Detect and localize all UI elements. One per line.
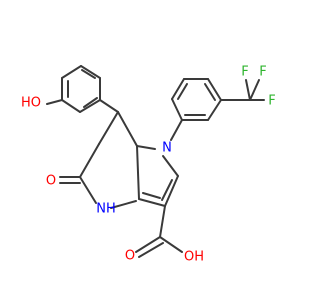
- bond: [170, 119, 183, 141]
- aromatic-bond: [83, 97, 98, 108]
- bond: [162, 155, 179, 177]
- bond-to-ho: [46, 99, 63, 105]
- aromatic-bond: [161, 179, 173, 201]
- bond: [117, 111, 138, 147]
- lactam-nh-label: NH: [96, 202, 116, 217]
- pyrrole-nitrogen-label: N: [162, 141, 172, 156]
- bond: [61, 65, 82, 79]
- bond: [138, 198, 166, 207]
- acid-double-bond: [138, 242, 164, 258]
- aromatic-bond: [81, 69, 96, 79]
- bond: [136, 145, 140, 200]
- bond-to-f: [245, 79, 251, 101]
- atom-labels: HO N NH O F F F O OH: [21, 65, 276, 265]
- hydroxyl-label: HO: [21, 96, 41, 111]
- fluorine-label: F: [241, 65, 248, 80]
- lactam-ring: [79, 111, 140, 209]
- bond: [159, 205, 166, 238]
- fluorine-label: F: [259, 65, 266, 80]
- bond: [171, 78, 185, 100]
- aromatic-bond: [142, 192, 161, 199]
- bond: [79, 176, 97, 204]
- bond: [110, 200, 137, 209]
- bond: [80, 65, 101, 79]
- bond: [136, 145, 156, 150]
- hydroxyphenyl-ring: [61, 65, 101, 113]
- bond: [171, 98, 183, 121]
- molecule-canvas: HO N NH O F F F O OH: [20, 64, 276, 265]
- bond-lines: [46, 65, 265, 258]
- bond: [98, 111, 119, 145]
- pyrrole-ring: [136, 145, 179, 207]
- acid-hydroxyl-label: OH: [184, 250, 204, 265]
- bond: [61, 99, 81, 113]
- aromatic-bond: [177, 83, 188, 100]
- bond: [79, 99, 101, 113]
- bond: [99, 99, 119, 113]
- aromatic-bond: [204, 83, 216, 101]
- bond: [164, 175, 179, 207]
- bond-to-f: [249, 79, 260, 101]
- acid-oxygen-label: O: [125, 249, 135, 264]
- structure-diagram: HO N NH O F F F O OH: [21, 65, 276, 265]
- bond-to-oh: [159, 236, 183, 253]
- keto-oxygen-label: O: [46, 174, 56, 189]
- bond: [207, 99, 222, 121]
- bond: [79, 143, 100, 178]
- trifluoromethylphenyl-ring: [171, 78, 222, 121]
- bond: [207, 78, 222, 101]
- acid-double-bond: [135, 236, 161, 253]
- fluorine-label: F: [268, 94, 275, 109]
